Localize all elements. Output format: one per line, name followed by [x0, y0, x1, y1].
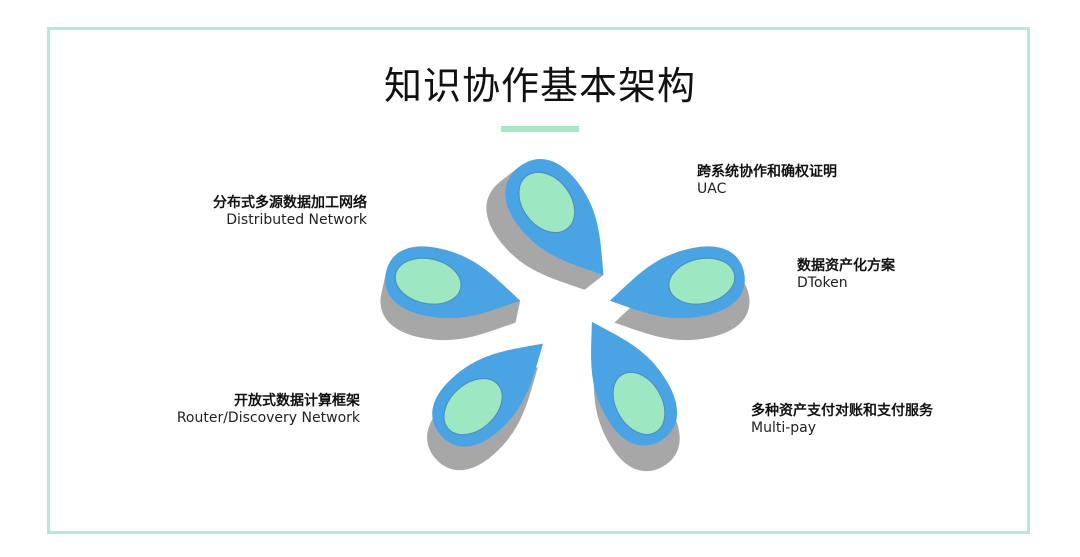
label-distributed-network: 分布式多源数据加工网络 Distributed Network [213, 195, 367, 229]
petal-multi-pay [561, 304, 694, 484]
label-multi-pay-cn: 多种资产支付对账和支付服务 [751, 403, 933, 419]
label-dtoken: 数据资产化方案 DToken [797, 258, 895, 292]
label-router-discovery-cn: 开放式数据计算框架 [234, 393, 360, 409]
label-dtoken-en: DToken [797, 275, 848, 291]
label-distributed-network-cn: 分布式多源数据加工网络 [213, 195, 367, 211]
label-uac-cn: 跨系统协作和确权证明 [697, 164, 837, 180]
label-uac-en: UAC [697, 181, 727, 197]
label-router-discovery-en: Router/Discovery Network [176, 410, 360, 426]
title-underline [501, 126, 579, 132]
label-router-discovery: 开放式数据计算框架 Router/Discovery Network [177, 393, 360, 427]
petal-distributed-network [374, 238, 528, 357]
label-multi-pay-en: Multi-pay [751, 420, 817, 436]
petal-dtoken [602, 238, 756, 357]
label-uac: 跨系统协作和确权证明 UAC [697, 164, 837, 198]
petal-router-discovery [412, 317, 567, 486]
label-distributed-network-en: Distributed Network [226, 212, 367, 228]
label-dtoken-cn: 数据资产化方案 [797, 258, 895, 274]
label-multi-pay: 多种资产支付对账和支付服务 Multi-pay [751, 403, 933, 437]
petal-uac [471, 144, 633, 313]
page-title: 知识协作基本架构 [383, 64, 696, 108]
content-frame [47, 27, 1030, 534]
